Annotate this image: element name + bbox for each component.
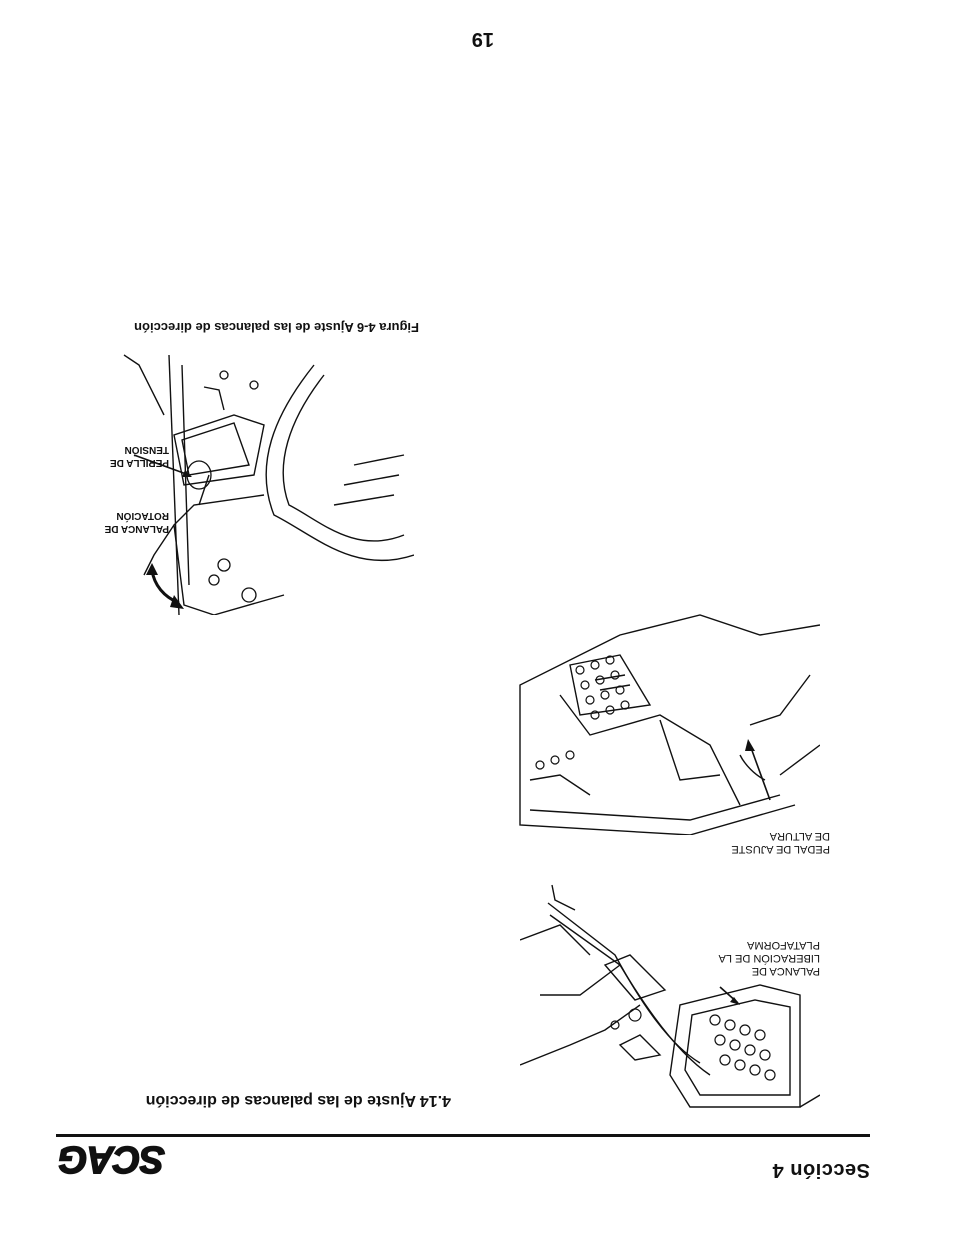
height-pedal-arrow-line bbox=[749, 744, 771, 801]
figure-caption: Figura 4-6 Ajuste de las palancas de dir… bbox=[134, 320, 419, 335]
rotation-arrowhead-1 bbox=[170, 595, 184, 609]
platform-release-arrowhead bbox=[730, 997, 740, 1005]
platform-release-illustration bbox=[519, 884, 821, 1108]
svg-text:SCAG: SCAG bbox=[59, 1140, 165, 1180]
height-pedal-label: PEDAL DE AJUSTE DE ALTURA bbox=[690, 829, 830, 855]
height-pedal-label-line-2: DE ALTURA bbox=[769, 830, 830, 842]
height-pedal-arrowhead bbox=[745, 739, 755, 751]
scag-logo: SCAG bbox=[48, 1140, 176, 1180]
platform-release-label-line-2: LIBERACIÓN DE LA bbox=[718, 952, 820, 964]
figure-platform-release: PALANCA DE LIBERACIÓN DE LA PLATAFORMA bbox=[519, 883, 821, 1115]
rotation-lever-label-line-2: ROTACIÓN bbox=[116, 510, 169, 521]
section-heading: 4.14 Ajuste de las palancas de dirección bbox=[145, 1092, 451, 1109]
platform-release-label: PALANCA DE LIBERACIÓN DE LA PLATAFORMA bbox=[710, 938, 820, 977]
section-title: Sección 4 bbox=[772, 1159, 870, 1181]
tension-knob-label: PERILLA DE TENSIÓN bbox=[89, 443, 169, 469]
tension-arrowhead bbox=[182, 470, 192, 477]
tension-knob-label-line-1: PERILLA DE bbox=[109, 457, 169, 468]
tension-arrow-line bbox=[133, 454, 190, 476]
rotation-lever-label: PALANCA DE ROTACIÓN bbox=[89, 509, 169, 535]
figure-steering: PALANCA DE ROTACIÓN PERILLA DE TENSIÓN bbox=[84, 350, 415, 616]
platform-release-label-line-1: PALANCA DE bbox=[751, 965, 820, 977]
platform-release-label-line-3: PLATAFORMA bbox=[747, 939, 820, 951]
figure-height-pedal: PEDAL DE AJUSTE DE ALTURA bbox=[515, 570, 830, 855]
rotation-lever-label-line-1: PALANCA DE bbox=[104, 523, 169, 534]
page-number: 19 bbox=[471, 28, 494, 50]
tension-knob-label-line-2: TENSIÓN bbox=[124, 444, 169, 455]
height-pedal-illustration bbox=[519, 614, 821, 836]
steering-illustration bbox=[123, 354, 415, 616]
rotation-arrowhead-2 bbox=[146, 563, 158, 575]
header-divider bbox=[56, 1134, 870, 1137]
height-pedal-label-line-1: PEDAL DE AJUSTE bbox=[731, 843, 830, 855]
